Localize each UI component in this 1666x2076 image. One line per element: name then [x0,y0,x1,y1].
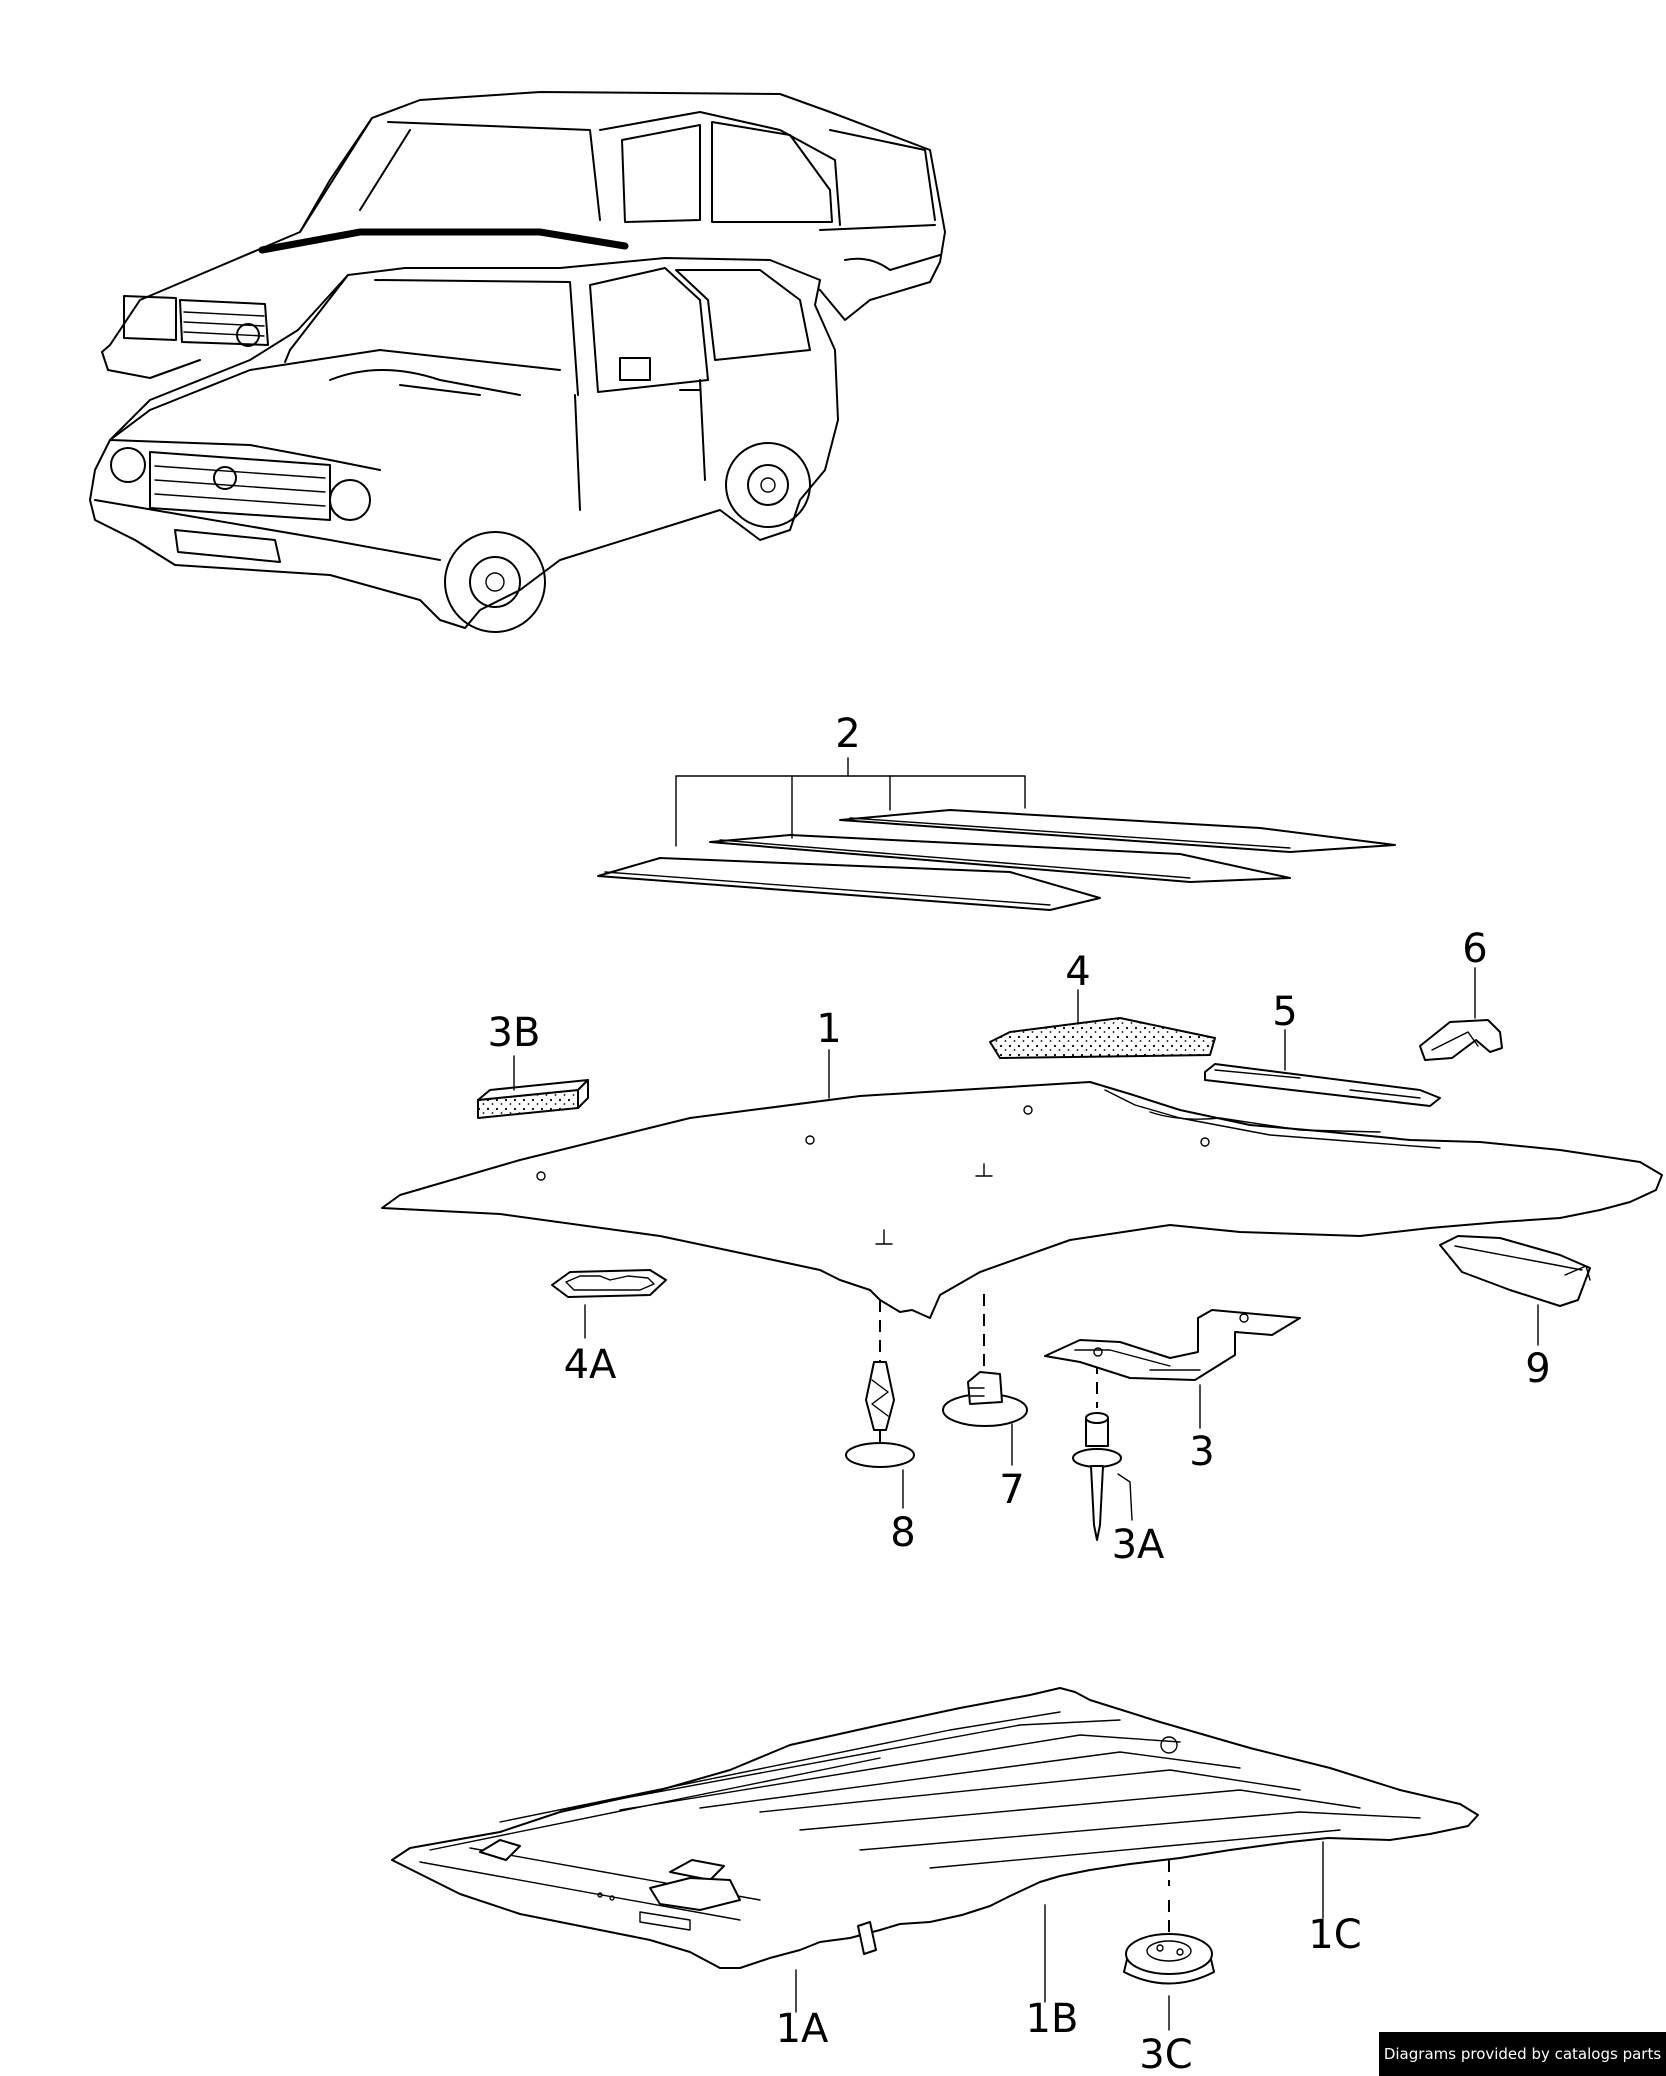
label-8: 8 [890,1510,915,1556]
part-1a-1b-1c-headliner [391,1687,1479,1969]
part-3c-grommet [1123,1933,1215,2031]
hatchback-illustration [89,257,839,633]
label-7: 7 [999,1467,1024,1513]
part-1-headliner [381,1081,1663,1319]
label-3: 3 [1189,1429,1214,1475]
label-2: 2 [835,711,860,757]
part-8-push-rivet [845,1361,915,1509]
part-3-bracket [1044,1309,1301,1429]
watermark: Diagrams provided by catalogs parts [1379,2032,1666,2076]
part-9-cover [1439,1235,1591,1346]
callout-labels: 2 6 4 5 3B 1 4A 9 3 7 8 3A 1C 1B 1A 3C [488,711,1551,2076]
label-1b: 1B [1026,1996,1079,2042]
part-5-strip [1204,1029,1441,1107]
part-3a-blind-rivet [1072,1412,1133,1541]
part-4a-frame [551,1269,667,1339]
label-3b: 3B [488,1010,541,1056]
label-9: 9 [1525,1346,1550,1392]
label-4: 4 [1065,949,1090,995]
label-1c: 1C [1308,1912,1361,1958]
roof-trim-highlight [258,228,629,254]
part-3b-foam-block [477,1055,589,1119]
label-1a: 1A [776,2006,829,2052]
label-1: 1 [816,1006,841,1052]
label-4a: 4A [564,1342,617,1388]
leaders-1abc [795,1841,1324,2013]
label-3a: 3A [1112,1522,1165,1568]
part-6-clip [1419,967,1503,1061]
part-7-clip [942,1371,1028,1466]
label-5: 5 [1272,989,1297,1035]
label-3c: 3C [1139,2032,1192,2076]
part-2-roof-strips [597,809,1396,911]
sedan-illustration [101,91,946,379]
label-6: 6 [1462,926,1487,972]
part-4-foam-pad [989,989,1216,1059]
leader-2 [675,757,1026,847]
